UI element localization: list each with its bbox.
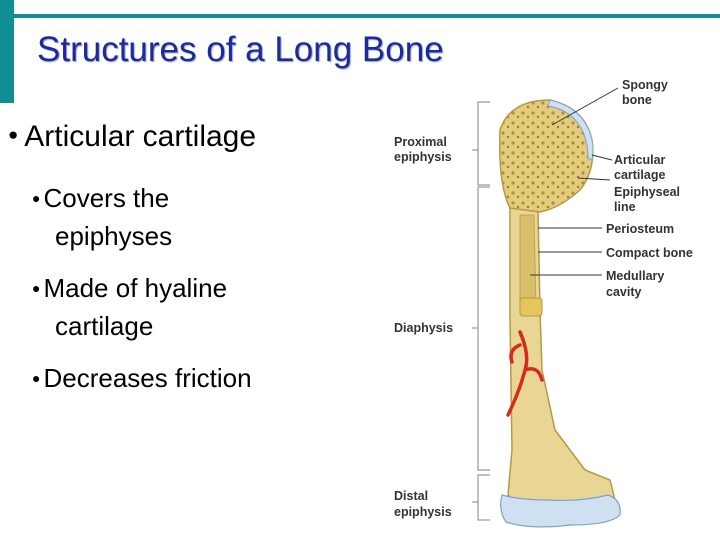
top-rule <box>14 14 720 18</box>
sub-bullet-text-cont: cartilage <box>55 311 154 342</box>
label-distal-epiphysis: Distal <box>394 489 428 503</box>
label-periosteum: Periosteum <box>606 222 674 236</box>
leader-lines <box>530 87 619 276</box>
accent-bar <box>0 0 14 103</box>
blood-vessel <box>506 330 544 417</box>
sub-bullet-text-cont: epiphyses <box>55 221 173 252</box>
bullet-level-1: ●Articular cartilage <box>8 120 256 154</box>
sub-bullet-text: Covers the <box>43 183 170 213</box>
bullet-text: Articular cartilage <box>24 120 257 153</box>
slide-title: Structures of a Long Bone <box>37 30 444 69</box>
label-epiphyseal-line: Epiphyseal <box>614 185 680 199</box>
bone-plug <box>519 297 543 317</box>
label-diaphysis: Diaphysis <box>394 321 453 335</box>
label-spongy-bone: Spongy <box>622 78 668 92</box>
sub-bullet: ●Made of hyaline cartilage <box>32 270 227 344</box>
label-epiphyseal-line-line2: line <box>614 200 636 214</box>
sub-bullet-text: Decreases friction <box>43 363 252 393</box>
bullet-icon: ● <box>32 190 41 207</box>
label-proximal-epiphysis-line2: epiphysis <box>394 150 452 164</box>
sub-bullet: ●Covers the epiphyses <box>32 180 172 254</box>
label-spongy-bone-line2: bone <box>622 93 652 107</box>
label-distal-epiphysis-line2: epiphysis <box>394 505 452 519</box>
label-medullary-cavity-line2: cavity <box>606 285 641 299</box>
label-compact-bone: Compact bone <box>606 246 693 260</box>
sub-bullet: ●Decreases friction <box>32 360 252 398</box>
articular-cartilage <box>547 99 594 161</box>
label-articular-cartilage-line2: cartilage <box>614 168 665 182</box>
distal-epiphysis <box>500 494 621 528</box>
label-proximal-epiphysis: Proximal <box>394 135 447 149</box>
bullet-icon: ● <box>32 280 41 297</box>
bullet-icon: ● <box>32 370 41 387</box>
label-articular-cartilage: Articular <box>614 153 666 167</box>
region-brackets <box>472 101 490 521</box>
proximal-head <box>498 99 594 213</box>
sub-bullet-text: Made of hyaline <box>43 273 228 303</box>
long-bone-diagram: Proximal epiphysis Diaphysis Distal epip… <box>394 78 693 528</box>
label-medullary-cavity: Medullary <box>606 269 664 283</box>
bullet-icon: ● <box>8 125 19 145</box>
